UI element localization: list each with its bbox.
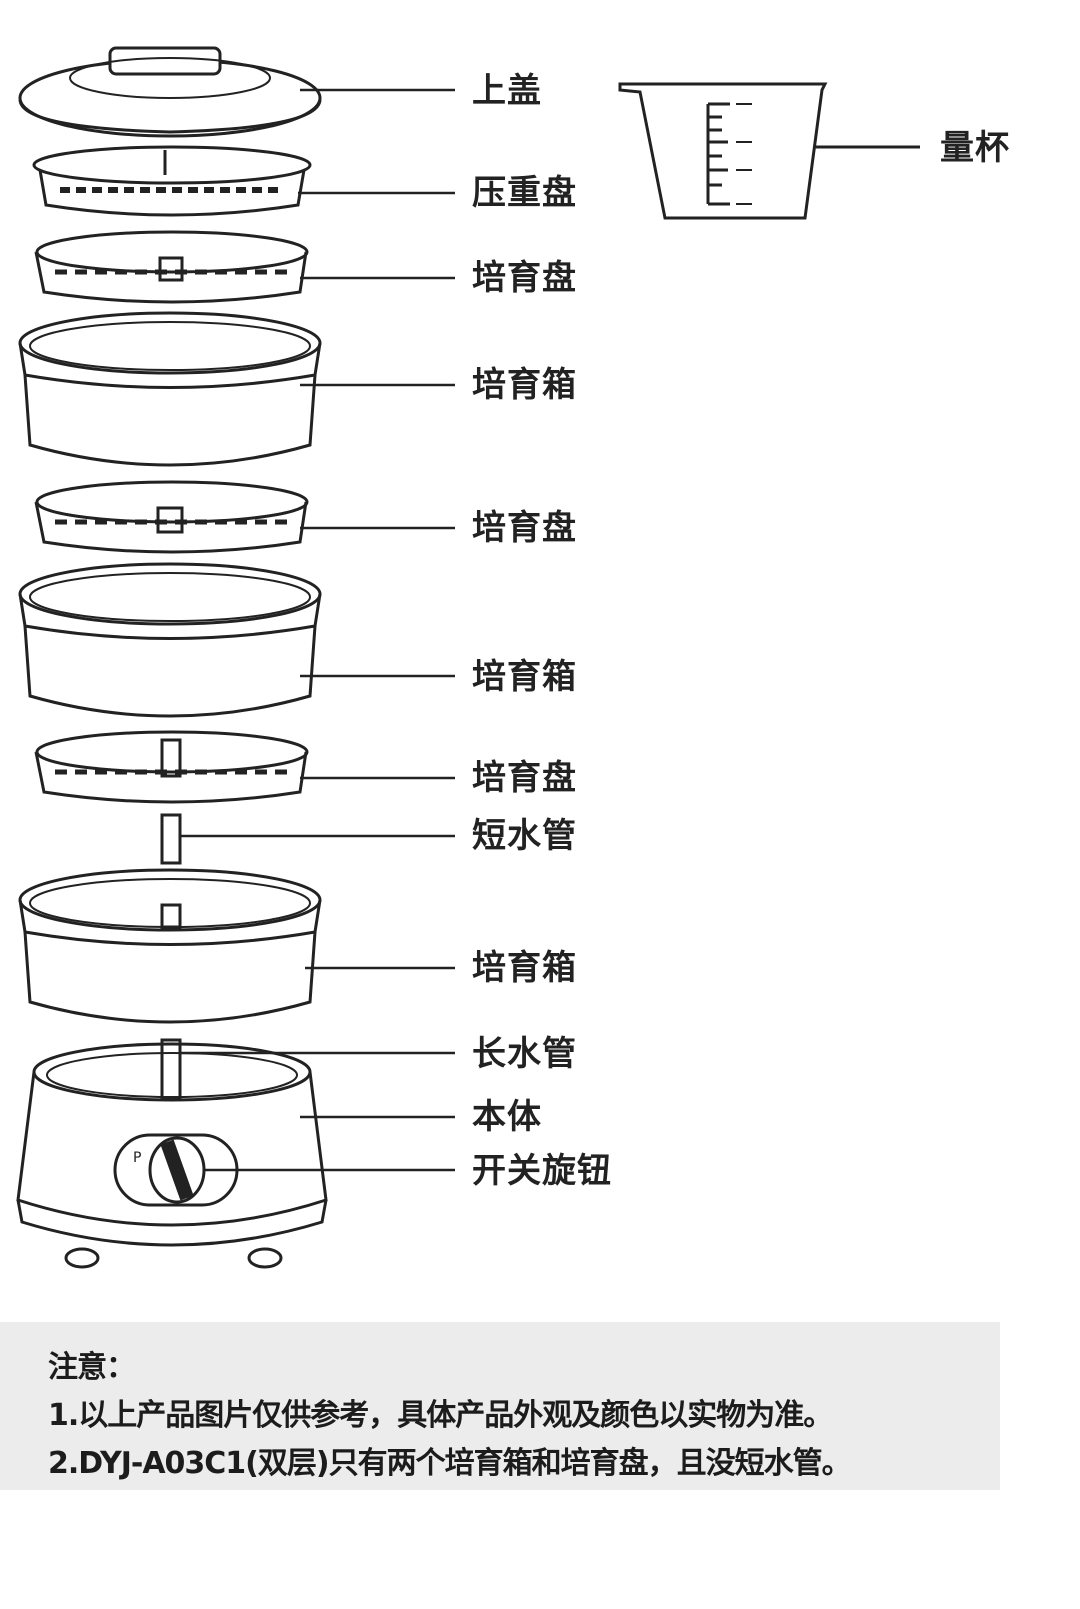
label-tray-2: 培育盘 (472, 508, 577, 548)
product-exploded-diagram: P (16, 46, 920, 1269)
label-tray-3: 培育盘 (472, 758, 577, 798)
label-short-pipe: 短水管 (472, 816, 577, 856)
tray-part-1 (34, 230, 309, 304)
label-lid: 上盖 (472, 71, 542, 111)
long-pipe-part (160, 1038, 182, 1100)
measuring-cup-part (618, 82, 828, 220)
weight-tray-part (32, 145, 312, 217)
note-title: 注意： (48, 1350, 136, 1385)
label-box-2: 培育箱 (472, 657, 577, 697)
box-part-2 (18, 562, 322, 718)
box-part-3 (18, 868, 322, 1024)
label-measuring-cup: 量杯 (940, 128, 1010, 168)
note-box: 注意： 1.以上产品图片仅供参考，具体产品外观及颜色以实物为准。 2.DYJ-A… (0, 1322, 1000, 1490)
box-part-1 (18, 311, 322, 467)
body-part: P (16, 1042, 328, 1269)
tray-part-3 (34, 730, 309, 804)
label-tray-1: 培育盘 (472, 258, 577, 298)
note-line-2: 2.DYJ-A03C1(双层)只有两个培育箱和培育盘，且没短水管。 (48, 1446, 852, 1481)
label-weight-tray: 压重盘 (472, 173, 577, 213)
label-body: 本体 (472, 1097, 542, 1137)
label-knob: 开关旋钮 (472, 1151, 612, 1191)
svg-text:P: P (133, 1150, 141, 1166)
short-pipe-part (160, 813, 182, 865)
label-box-3: 培育箱 (472, 948, 577, 988)
leader-lines (180, 88, 920, 1172)
label-box-1: 培育箱 (472, 365, 577, 405)
note-line-1: 1.以上产品图片仅供参考，具体产品外观及颜色以实物为准。 (48, 1398, 833, 1433)
tray-part-2 (34, 480, 309, 554)
label-long-pipe: 长水管 (472, 1034, 577, 1074)
lid-part (18, 46, 322, 138)
